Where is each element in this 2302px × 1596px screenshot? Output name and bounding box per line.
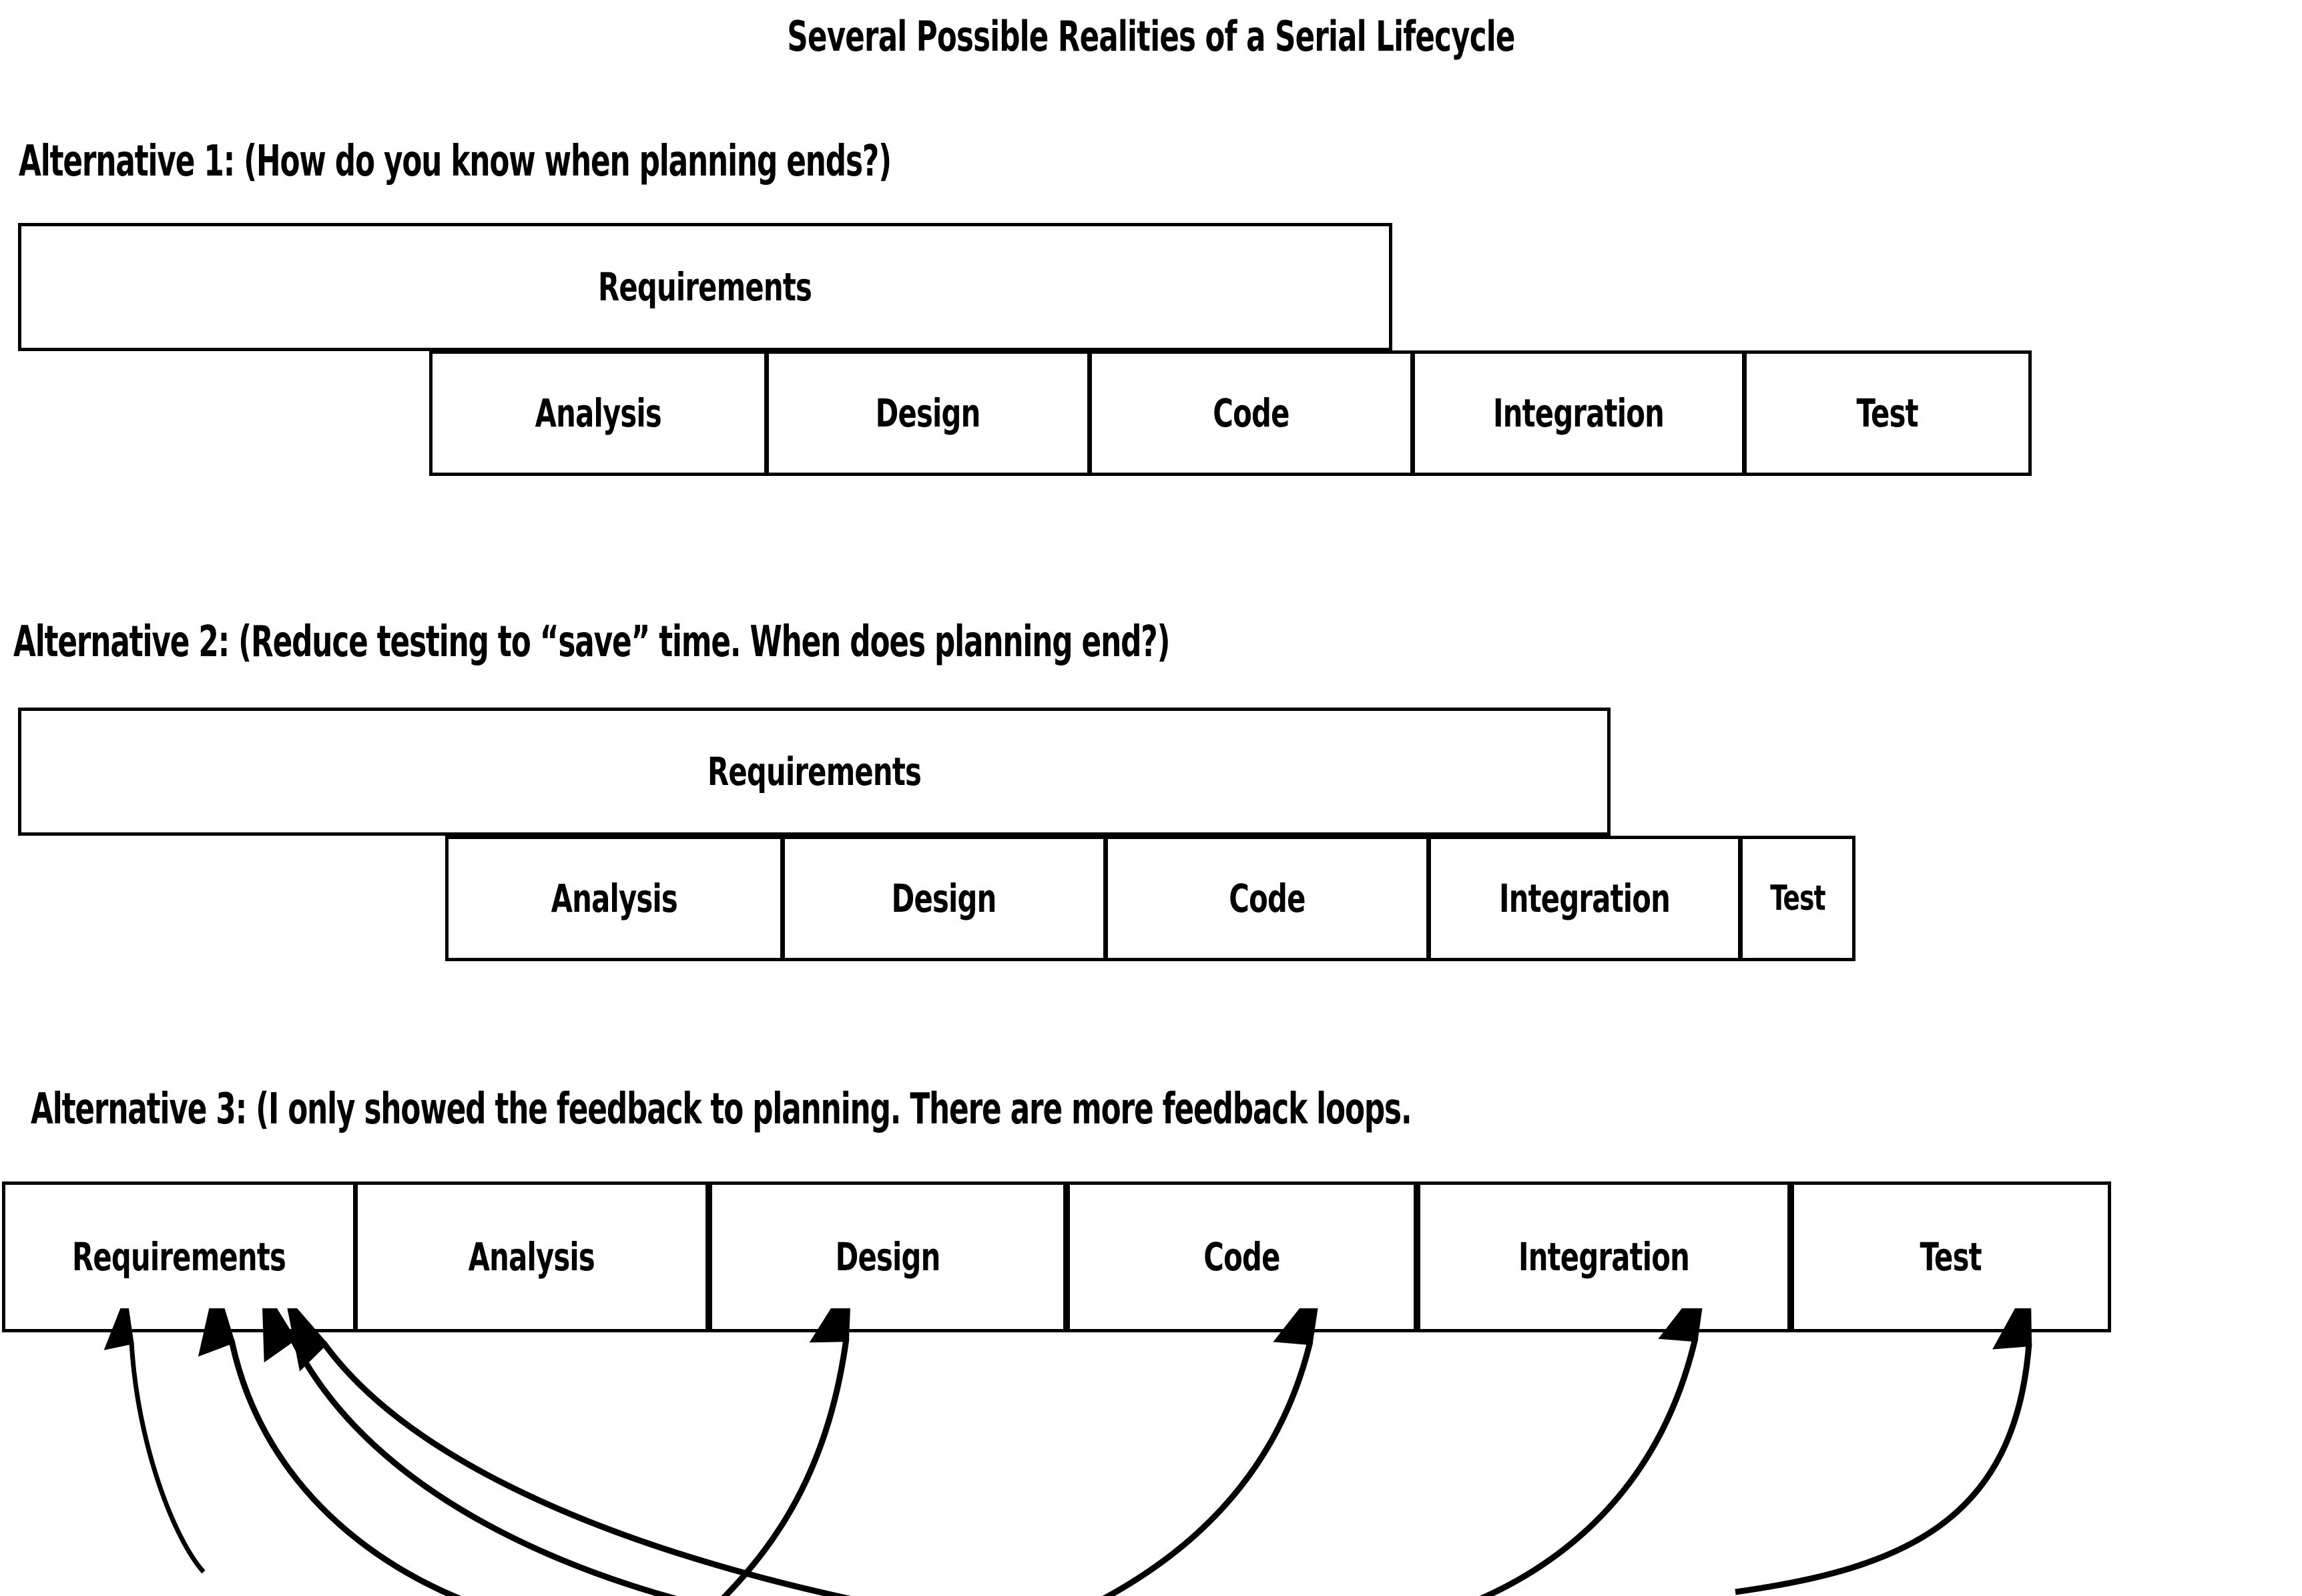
alt1-label-design: Design [876, 390, 981, 436]
feedback-arrow-integration-to-requirements [284, 1308, 852, 1596]
alt1-label-code: Code [1213, 390, 1289, 436]
alt3-label-integration: Integration [1518, 1234, 1690, 1280]
alt3-box-test: Test [1791, 1181, 2111, 1332]
feedback-arrows-svg [103, 1308, 2032, 1596]
page-title: Several Possible Realities of a Serial L… [787, 12, 1515, 61]
alt1-label-test: Test [1856, 390, 1919, 436]
alt2-box-requirements: Requirements [18, 708, 1611, 836]
alternative-3-heading: Alternative 3: (I only showed the feedba… [31, 1085, 1412, 1134]
feedback-arrow-test-to-integration [1479, 1308, 1707, 1596]
feedback-arrow-design-to-requirements [198, 1308, 462, 1596]
feedback-arrow-loop-to-test [1735, 1308, 2032, 1595]
alt1-box-requirements: Requirements [18, 223, 1392, 351]
feedback-arrow-analysis-to-requirements [103, 1308, 206, 1574]
alt2-box-analysis: Analysis [445, 836, 784, 961]
alt2-box-design: Design [782, 836, 1107, 961]
alt1-label-integration: Integration [1492, 390, 1665, 436]
alt3-label-requirements: Requirements [72, 1234, 286, 1280]
alt3-box-analysis: Analysis [354, 1181, 709, 1332]
alt2-box-code: Code [1105, 836, 1430, 961]
alt1-box-code: Code [1089, 350, 1414, 476]
alt3-label-analysis: Analysis [468, 1234, 595, 1280]
alt1-box-test: Test [1743, 350, 2032, 476]
alternative-1-heading: Alternative 1: (How do you know when pla… [19, 137, 892, 186]
feedback-arrow-layer [0, 1308, 2302, 1596]
alt2-box-test: Test [1739, 836, 1855, 961]
alt3-box-design: Design [709, 1181, 1067, 1332]
alt2-label-analysis: Analysis [551, 876, 678, 921]
alt2-box-integration: Integration [1428, 836, 1741, 961]
feedback-arrow-code-to-requirements [261, 1308, 677, 1596]
alt1-box-design: Design [766, 350, 1091, 476]
alt3-label-design: Design [835, 1234, 941, 1280]
alt3-box-code: Code [1067, 1181, 1417, 1332]
alt2-label-requirements: Requirements [707, 749, 922, 794]
alt2-label-code: Code [1229, 876, 1306, 921]
alt2-label-test: Test [1769, 878, 1825, 918]
alt1-box-integration: Integration [1412, 350, 1745, 476]
alt3-label-test: Test [1920, 1234, 1982, 1280]
alt3-box-requirements: Requirements [2, 1181, 356, 1332]
alt1-label-requirements: Requirements [598, 264, 812, 310]
alt1-label-analysis: Analysis [535, 390, 662, 436]
alternative-2-heading: Alternative 2: (Reduce testing to “save”… [13, 617, 1171, 667]
alt2-label-design: Design [892, 876, 997, 921]
alt1-box-analysis: Analysis [429, 350, 768, 476]
feedback-arrow-integration-to-code [1102, 1308, 1322, 1596]
alt2-label-integration: Integration [1498, 876, 1671, 921]
feedback-arrow-code-to-design [721, 1308, 852, 1596]
alt3-label-code: Code [1203, 1234, 1280, 1280]
alt3-box-integration: Integration [1417, 1181, 1791, 1332]
